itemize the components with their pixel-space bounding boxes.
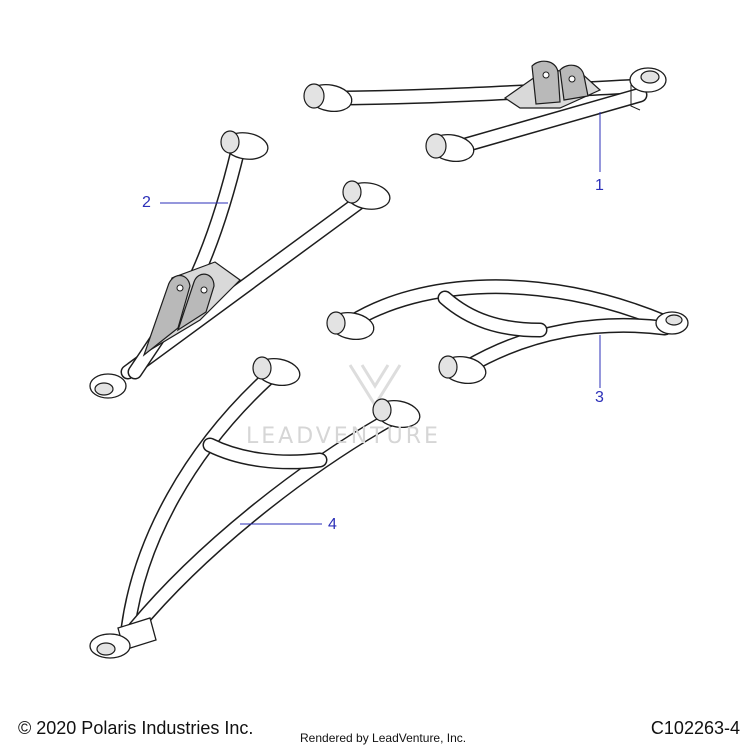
- a-arm-part-1: [303, 60, 667, 172]
- copyright-text: © 2020 Polaris Industries Inc.: [18, 718, 254, 738]
- callout-1[interactable]: 1: [595, 177, 604, 194]
- callout-2[interactable]: 2: [142, 194, 151, 211]
- callout-4[interactable]: 4: [328, 516, 337, 533]
- a-arm-part-3: [326, 279, 689, 388]
- rendered-by-text: Rendered by LeadVenture, Inc.: [300, 731, 467, 745]
- watermark-text: LEADVENTURE: [246, 424, 441, 449]
- callout-3[interactable]: 3: [595, 389, 604, 406]
- part-number: C102263-4: [650, 718, 740, 738]
- watermark-logo: [348, 364, 402, 408]
- a-arm-part-4: [89, 356, 421, 659]
- a-arm-part-2: [89, 130, 391, 399]
